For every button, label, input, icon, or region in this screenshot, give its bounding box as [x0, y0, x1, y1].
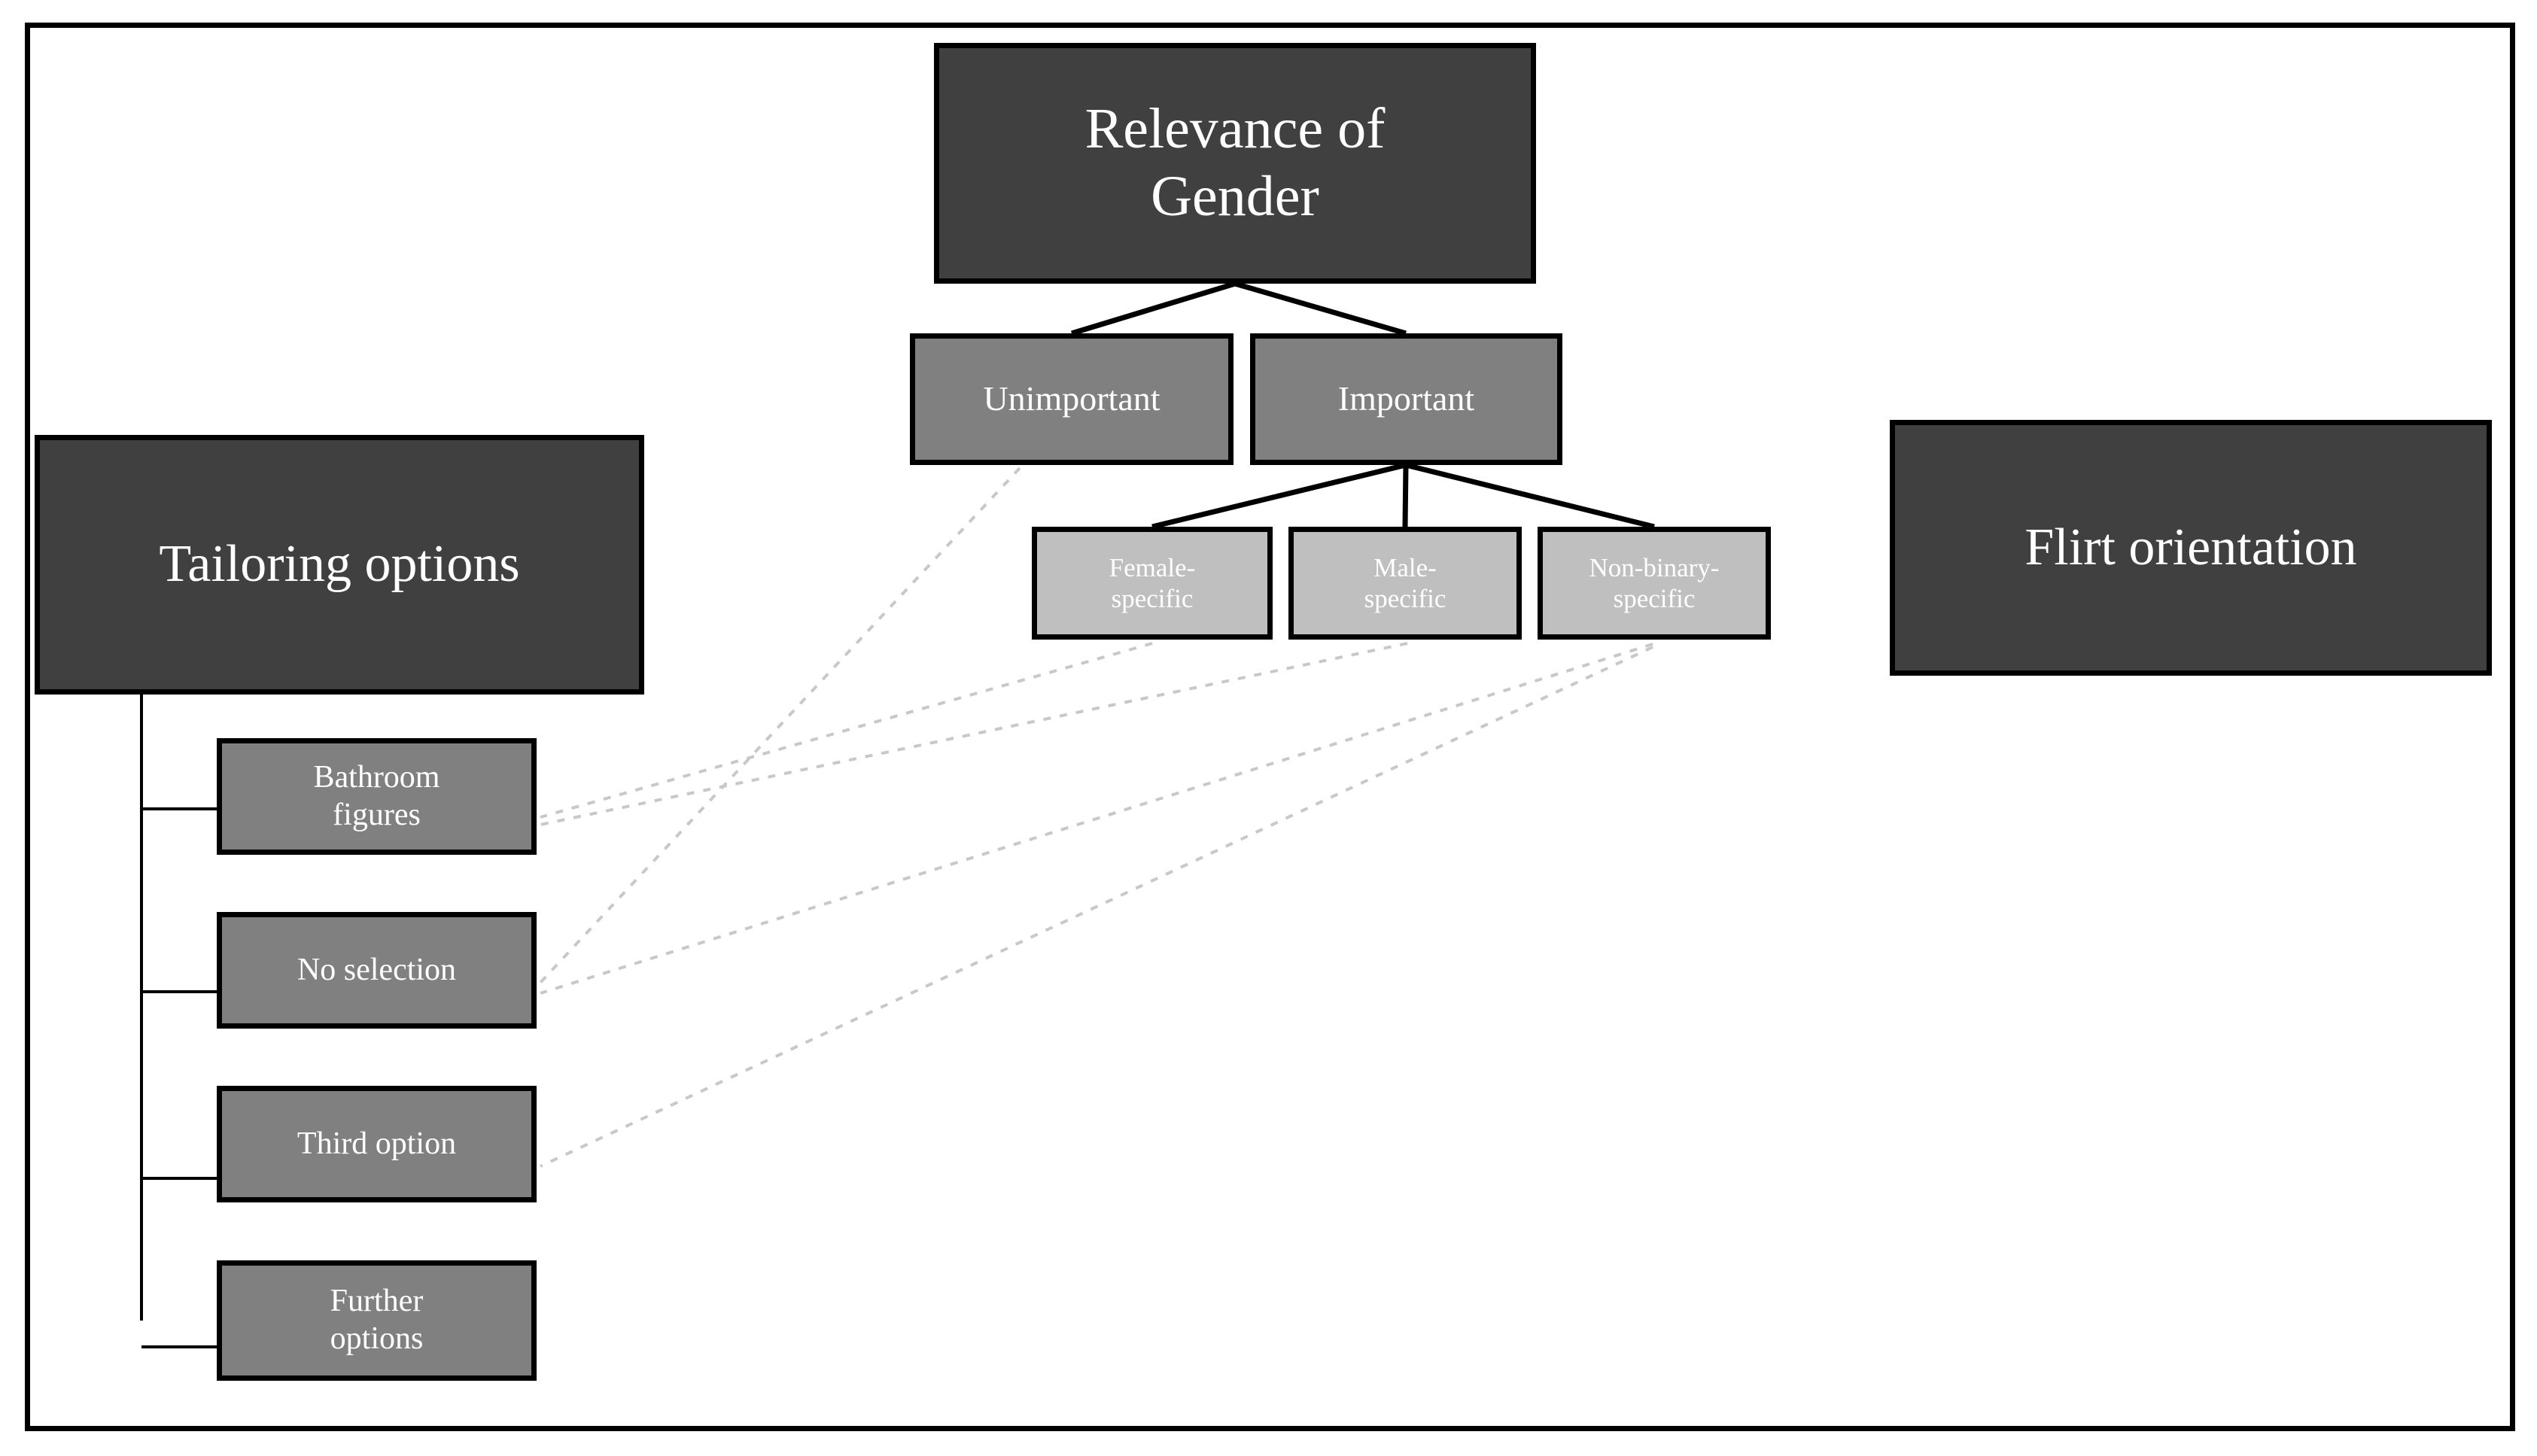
node-bathroom-figures[interactable]: Bathroom figures	[217, 738, 537, 855]
node-no-selection[interactable]: No selection	[217, 912, 537, 1029]
node-unimportant[interactable]: Unimportant	[910, 333, 1234, 465]
node-female-specific[interactable]: Female- specific	[1032, 527, 1273, 640]
node-male-specific[interactable]: Male- specific	[1288, 527, 1522, 640]
node-tailoring-options[interactable]: Tailoring options	[35, 435, 644, 695]
node-label-female-specific: Female- specific	[1109, 552, 1196, 613]
node-further-options[interactable]: Further options	[217, 1260, 537, 1381]
node-label-no-selection: No selection	[297, 952, 457, 987]
node-label-important: Important	[1337, 379, 1475, 418]
node-label-flirt-orientation: Flirt orientation	[2024, 518, 2357, 576]
node-label-tailoring-options: Tailoring options	[159, 535, 520, 594]
node-label-third-option: Third option	[297, 1126, 457, 1161]
node-label-unimportant: Unimportant	[983, 379, 1161, 418]
node-label-further-options: Further options	[330, 1284, 424, 1356]
node-flirt-orientation[interactable]: Flirt orientation	[1890, 420, 2492, 676]
node-important[interactable]: Important	[1250, 333, 1562, 465]
node-non-binary-specific[interactable]: Non-binary- specific	[1538, 527, 1771, 640]
node-relevance-of-gender[interactable]: Relevance of Gender	[934, 43, 1536, 284]
node-label-male-specific: Male- specific	[1364, 552, 1446, 613]
node-label-bathroom-figures: Bathroom figures	[313, 759, 440, 832]
node-third-option[interactable]: Third option	[217, 1086, 537, 1202]
node-label-non-binary-specific: Non-binary- specific	[1589, 552, 1720, 613]
node-label-relevance-of-gender: Relevance of Gender	[1084, 97, 1386, 228]
